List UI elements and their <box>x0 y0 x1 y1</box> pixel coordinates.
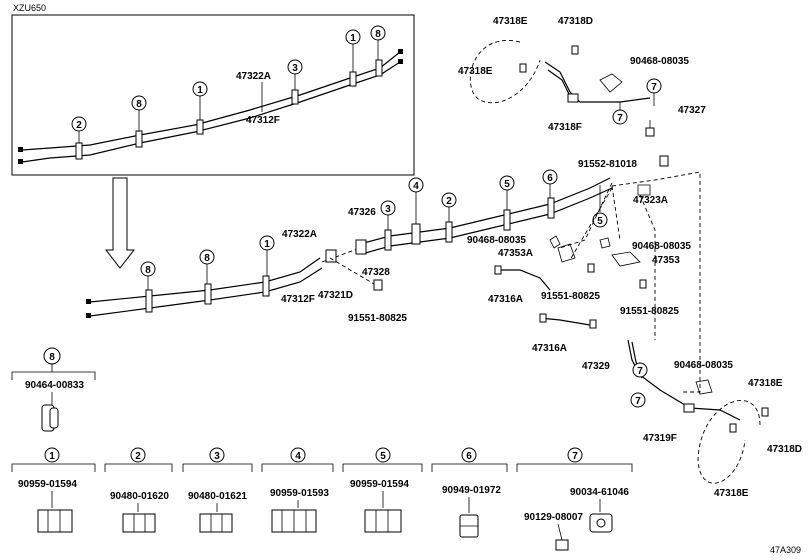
svg-text:90480-01621: 90480-01621 <box>188 491 247 502</box>
clamp-callout: 5 <box>597 216 603 227</box>
svg-text:90480-01620: 90480-01620 <box>110 491 169 502</box>
svg-text:47326: 47326 <box>348 207 376 218</box>
inset-clamp-callout: 1 <box>192 81 208 97</box>
clamp-callout: 7 <box>651 82 657 93</box>
svg-text:47353: 47353 <box>652 255 680 266</box>
svg-text:3: 3 <box>214 451 220 462</box>
inset-view: XZU650 2 8 1 3 1 8 47322A 47312F <box>11 3 415 176</box>
clamp-callout: 2 <box>446 196 452 207</box>
inset-clamp-callout: 8 <box>370 25 386 41</box>
svg-text:47353A: 47353A <box>498 248 533 259</box>
svg-text:47321D: 47321D <box>318 290 353 301</box>
svg-text:47318E: 47318E <box>493 16 528 27</box>
clamp-callout: 6 <box>547 173 553 184</box>
svg-text:8: 8 <box>136 99 142 110</box>
lower-rear-assembly: 7 7 <box>627 339 769 484</box>
main-pipe-assembly: 8 8 1 3 4 2 5 6 5 <box>86 169 701 393</box>
svg-text:90959-01594: 90959-01594 <box>18 479 77 490</box>
clamp-callout: 7 <box>617 113 623 124</box>
inset-part-label: 47322A <box>236 71 271 82</box>
svg-text:91551-80825: 91551-80825 <box>348 313 407 324</box>
clamp-callout: 4 <box>413 181 419 192</box>
svg-text:2: 2 <box>135 451 141 462</box>
svg-text:47316A: 47316A <box>488 294 523 305</box>
svg-text:90468-08035: 90468-08035 <box>632 241 691 252</box>
legend-part: 90464-00833 <box>25 380 84 391</box>
bracket-group <box>494 184 651 329</box>
svg-text:47323A: 47323A <box>633 195 668 206</box>
part-labels: 47322A 47312F 47326 47328 47321D 91551-8… <box>281 16 802 499</box>
svg-text:90468-08035: 90468-08035 <box>630 56 689 67</box>
svg-text:8: 8 <box>375 29 381 40</box>
svg-text:47318E: 47318E <box>748 378 783 389</box>
svg-text:47318F: 47318F <box>548 122 582 133</box>
svg-text:90034-61046: 90034-61046 <box>570 487 629 498</box>
legend-number: 8 <box>49 352 55 363</box>
svg-text:90949-01972: 90949-01972 <box>442 485 501 496</box>
svg-text:47322A: 47322A <box>282 229 317 240</box>
svg-text:47328: 47328 <box>362 267 390 278</box>
svg-text:47329: 47329 <box>582 361 610 372</box>
clamp-callout: 1 <box>264 239 270 250</box>
figure-code: 47A309 <box>770 545 801 555</box>
svg-text:47319F: 47319F <box>643 433 677 444</box>
svg-text:4: 4 <box>295 451 301 462</box>
clamp-callout: 7 <box>637 366 643 377</box>
clamp-callout: 7 <box>635 396 641 407</box>
inset-clamp-callout: 3 <box>287 59 303 75</box>
svg-text:90468-08035: 90468-08035 <box>674 360 733 371</box>
clamp-callout: 5 <box>504 179 510 190</box>
svg-text:47318E: 47318E <box>714 488 749 499</box>
svg-text:90959-01594: 90959-01594 <box>350 479 409 490</box>
upper-rear-assembly: 7 7 <box>469 39 669 167</box>
svg-text:6: 6 <box>466 451 472 462</box>
svg-text:2: 2 <box>76 120 82 131</box>
svg-text:47312F: 47312F <box>281 294 315 305</box>
svg-text:90959-01593: 90959-01593 <box>270 488 329 499</box>
svg-text:91552-81018: 91552-81018 <box>578 159 637 170</box>
svg-text:1: 1 <box>49 451 55 462</box>
svg-text:1: 1 <box>197 85 203 96</box>
svg-text:7: 7 <box>572 451 578 462</box>
inset-clamp-callout: 1 <box>345 29 361 45</box>
clamp-callout: 8 <box>145 265 151 276</box>
svg-text:47316A: 47316A <box>532 343 567 354</box>
svg-text:1: 1 <box>350 33 356 44</box>
clamp-legend: 8 90464-00833 1 90959-01594 2 90480-0162… <box>11 347 633 551</box>
clamp-callout: 8 <box>204 253 210 264</box>
inset-part-label: 47312F <box>246 115 280 126</box>
svg-text:91551-80825: 91551-80825 <box>541 291 600 302</box>
inset-clamp-callout: 8 <box>131 95 147 111</box>
inset-clamp-callout: 2 <box>71 116 87 132</box>
svg-text:90468-08035: 90468-08035 <box>467 235 526 246</box>
svg-text:5: 5 <box>380 451 386 462</box>
model-label: XZU650 <box>13 3 46 13</box>
svg-text:47318E: 47318E <box>458 66 493 77</box>
svg-text:3: 3 <box>292 63 298 74</box>
svg-text:47318D: 47318D <box>558 16 593 27</box>
svg-text:90129-08007: 90129-08007 <box>524 512 583 523</box>
direction-arrow <box>104 177 136 269</box>
svg-text:91551-80825: 91551-80825 <box>620 306 679 317</box>
clamp-callout: 3 <box>385 204 391 215</box>
svg-text:47327: 47327 <box>678 105 706 116</box>
svg-text:47318D: 47318D <box>767 444 802 455</box>
